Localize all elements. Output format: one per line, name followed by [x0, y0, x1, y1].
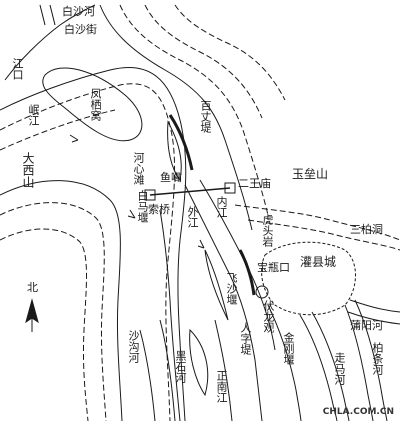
label-min-jiang: 岷江	[27, 104, 40, 126]
right-bank-3	[144, 4, 263, 119]
baizhang-dike	[168, 114, 194, 171]
yulei-hills-2	[247, 219, 400, 251]
left-bank-3	[0, 109, 116, 151]
label-baisha-street: 白沙街	[64, 23, 97, 36]
left-bank-2	[0, 83, 176, 421]
zhengnan-river	[214, 319, 233, 421]
label-renzi-di: 人字堤	[239, 322, 252, 355]
zou-ma-river-1	[299, 314, 338, 421]
shagou-river	[139, 329, 156, 421]
label-bai-ma-yan: 白马堰	[136, 190, 149, 223]
heishi-river	[159, 319, 176, 421]
baisha-river-2	[49, 4, 56, 26]
jingang-river	[267, 304, 302, 421]
neijiang-left	[184, 184, 263, 421]
west-hills-1	[0, 180, 123, 421]
pu-yang-river-2	[347, 311, 400, 325]
right-bank-2	[119, 4, 269, 216]
label-guan-xian: 灌县城	[300, 255, 337, 269]
west-hills-3	[0, 228, 89, 421]
fulong-temple	[255, 285, 269, 299]
bai-tiao-river-2	[354, 299, 388, 421]
label-da-xi-shan: 大西山	[21, 152, 35, 188]
label-baizhang-di: 百丈堤	[199, 100, 212, 133]
label-jiangkou: 江口	[11, 58, 24, 80]
label-shagou-he: 沙沟河	[127, 330, 140, 363]
flow-arrow-3	[197, 239, 205, 249]
right-bank-4	[174, 4, 286, 101]
yulei-hills-1	[234, 204, 400, 241]
label-baoping-kou: 宝瓶口	[257, 261, 290, 274]
label-north: 北	[27, 281, 38, 294]
island-heshan	[167, 120, 182, 182]
label-zhengnan-jiang: 正南江	[215, 370, 228, 403]
label-wai-jiang: 外江	[186, 206, 199, 228]
label-fengqi-zhou: 凤栖窝	[89, 88, 102, 121]
label-huto-yan: 虎头岩	[261, 214, 274, 247]
label-heshan-tan: 河心滩	[132, 152, 145, 185]
label-feishayan: 飞沙堰	[225, 272, 238, 305]
label-pu-yang-he: 蒲阳河	[350, 319, 383, 332]
pu-yang-river-1	[349, 299, 400, 313]
island-heishi	[189, 328, 209, 397]
flow-arrow-1	[69, 134, 79, 143]
label-fulong-guan: 伏龙观	[262, 300, 275, 333]
island-feisha	[204, 249, 229, 321]
zou-ma-river-2	[311, 311, 350, 421]
label-suoqiao: 索桥	[148, 203, 170, 216]
label-nei-jiang: 内江	[215, 196, 228, 218]
baisha-river-1	[39, 4, 46, 26]
label-jin-gang-yan: 金刚堰	[282, 332, 295, 365]
right-bank-1	[99, 4, 253, 231]
bridge-end-right	[224, 182, 236, 194]
label-bai-tiao-he: 柏条河	[371, 342, 384, 375]
label-heishi-he: 黑石河	[174, 350, 187, 383]
watermark: CHLA.COM.CN	[322, 407, 394, 417]
flow-arrow-2	[127, 209, 136, 219]
waijiang-left	[159, 209, 181, 421]
label-zou-ma-he: 走马河	[333, 352, 346, 385]
island-fengqi	[42, 67, 143, 142]
bai-tiao-river-1	[344, 304, 374, 421]
left-bank-1	[0, 66, 187, 421]
suspension-bridge	[149, 187, 231, 196]
bridge-end-left	[144, 189, 156, 201]
label-libai-he: 三柏洞	[350, 223, 383, 236]
west-hills-2	[0, 202, 107, 421]
label-baisha-river: 白沙河	[62, 5, 95, 18]
feishayan-weir	[238, 249, 256, 296]
left-bank-outer	[4, 4, 96, 81]
label-yuzui: 鱼嘴	[160, 171, 182, 184]
label-wangmiao: 二王庙	[238, 177, 271, 190]
label-yulei-shan: 玉垒山	[292, 167, 329, 181]
city-wall	[261, 241, 356, 316]
